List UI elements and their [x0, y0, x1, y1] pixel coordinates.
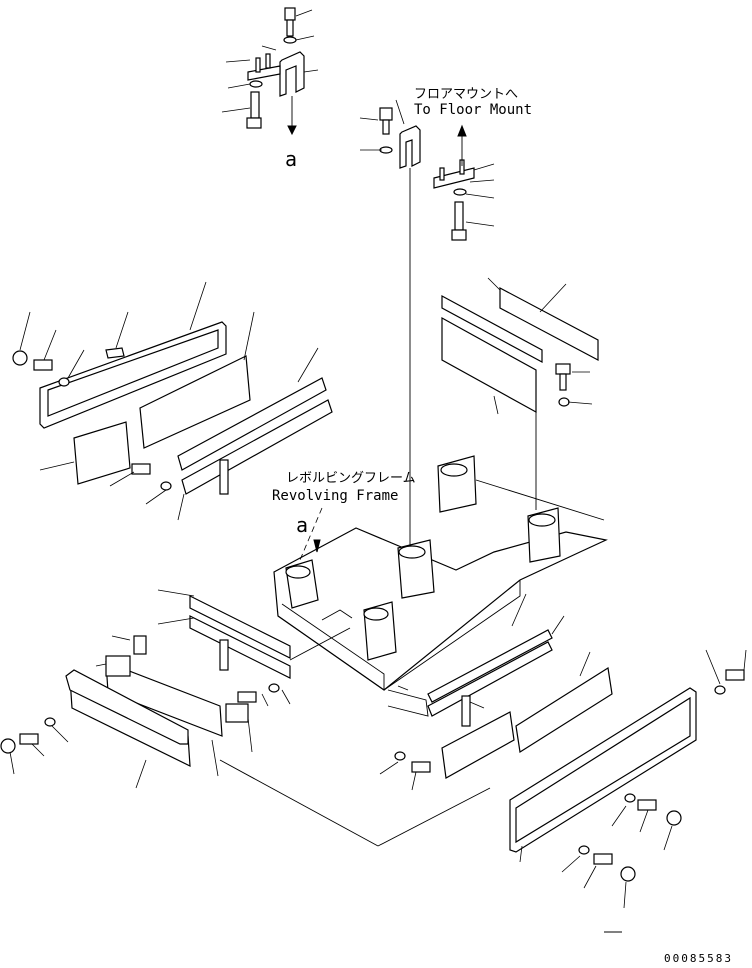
revolving-frame-label-en: Revolving Frame — [272, 488, 398, 504]
floor-mount-label-en: To Floor Mount — [414, 102, 532, 118]
lower-right-cover-assembly — [379, 593, 747, 933]
top-bracket-assembly — [221, 7, 319, 136]
floor-mount-label-jp: フロアマウントへ — [414, 87, 518, 102]
left-cover-assembly — [12, 281, 333, 521]
reference-a-frame: a — [296, 513, 308, 537]
revolving-frame — [273, 412, 608, 691]
lower-left-cover-assembly — [0, 589, 491, 847]
revolving-frame-label-jp: レボルビングフレーム — [286, 471, 416, 486]
right-cover-assembly — [441, 277, 599, 415]
reference-a-top: a — [285, 147, 297, 171]
drawing-number: 00085583 — [664, 952, 733, 965]
